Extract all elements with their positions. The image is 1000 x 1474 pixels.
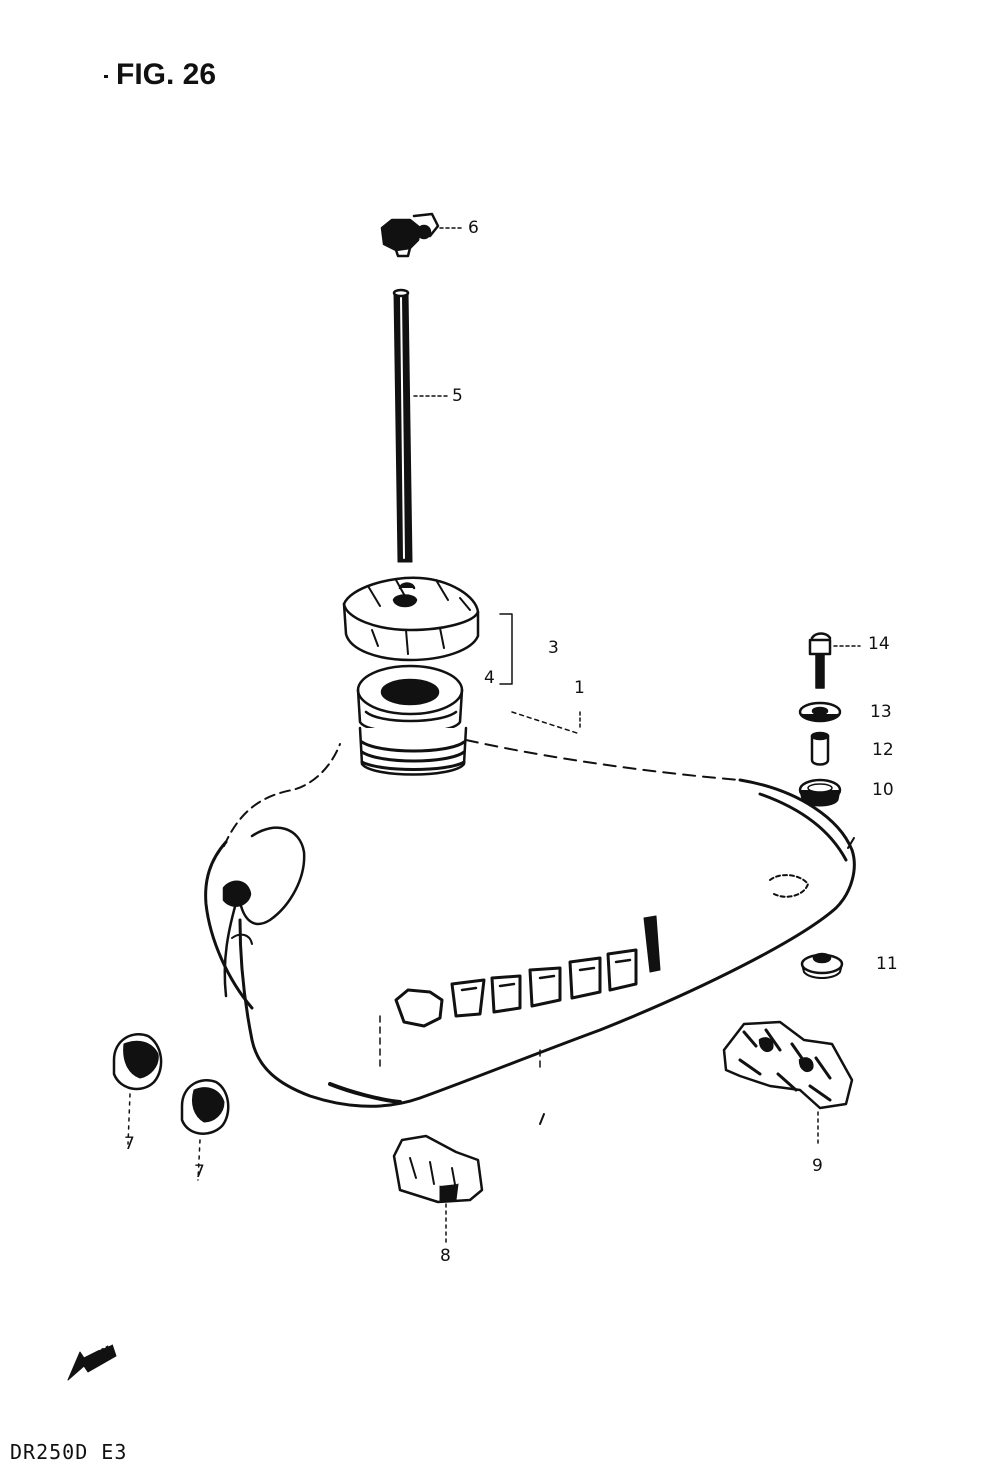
callout-13: 13 (870, 702, 892, 722)
front-cushion-part-8 (392, 1134, 484, 1247)
callout-10: 10 (872, 780, 894, 800)
callout-9: 9 (812, 1156, 823, 1176)
figure-title: FIG. 26 (116, 58, 217, 91)
callout-14: 14 (868, 634, 890, 654)
breather-clip-part-6 (380, 212, 463, 258)
callout-12: 12 (872, 740, 894, 760)
model-code: DR250D E3 (10, 1440, 128, 1464)
cushion-part-7-a (112, 1033, 163, 1145)
fuel-cap-part-3 (342, 576, 513, 685)
cushion-part-10 (798, 778, 842, 807)
callout-7-b: 7 (194, 1162, 205, 1182)
tank-logo (394, 915, 661, 1028)
forward-arrow-icon (67, 1343, 117, 1381)
callout-4: 4 (484, 668, 495, 688)
washer-part-13 (798, 701, 842, 723)
callout-3: 3 (548, 638, 559, 658)
callout-7-a: 7 (124, 1134, 135, 1154)
callout-11: 11 (876, 954, 898, 974)
fuel-tank-part-1 (204, 711, 856, 1125)
breather-hose-part-5 (392, 288, 449, 563)
collar-part-12 (810, 731, 830, 766)
callout-1: 1 (574, 678, 585, 698)
cushion-bracket-part-9 (722, 1020, 854, 1147)
callout-5: 5 (452, 386, 463, 406)
cushion-part-11 (800, 952, 844, 979)
cap-gasket-part-4 (356, 664, 464, 734)
title-dot (104, 75, 108, 78)
cushion-part-7-b (180, 1079, 230, 1181)
callout-6: 6 (468, 218, 479, 238)
bolt-part-14 (808, 632, 861, 689)
callout-8: 8 (440, 1246, 451, 1266)
